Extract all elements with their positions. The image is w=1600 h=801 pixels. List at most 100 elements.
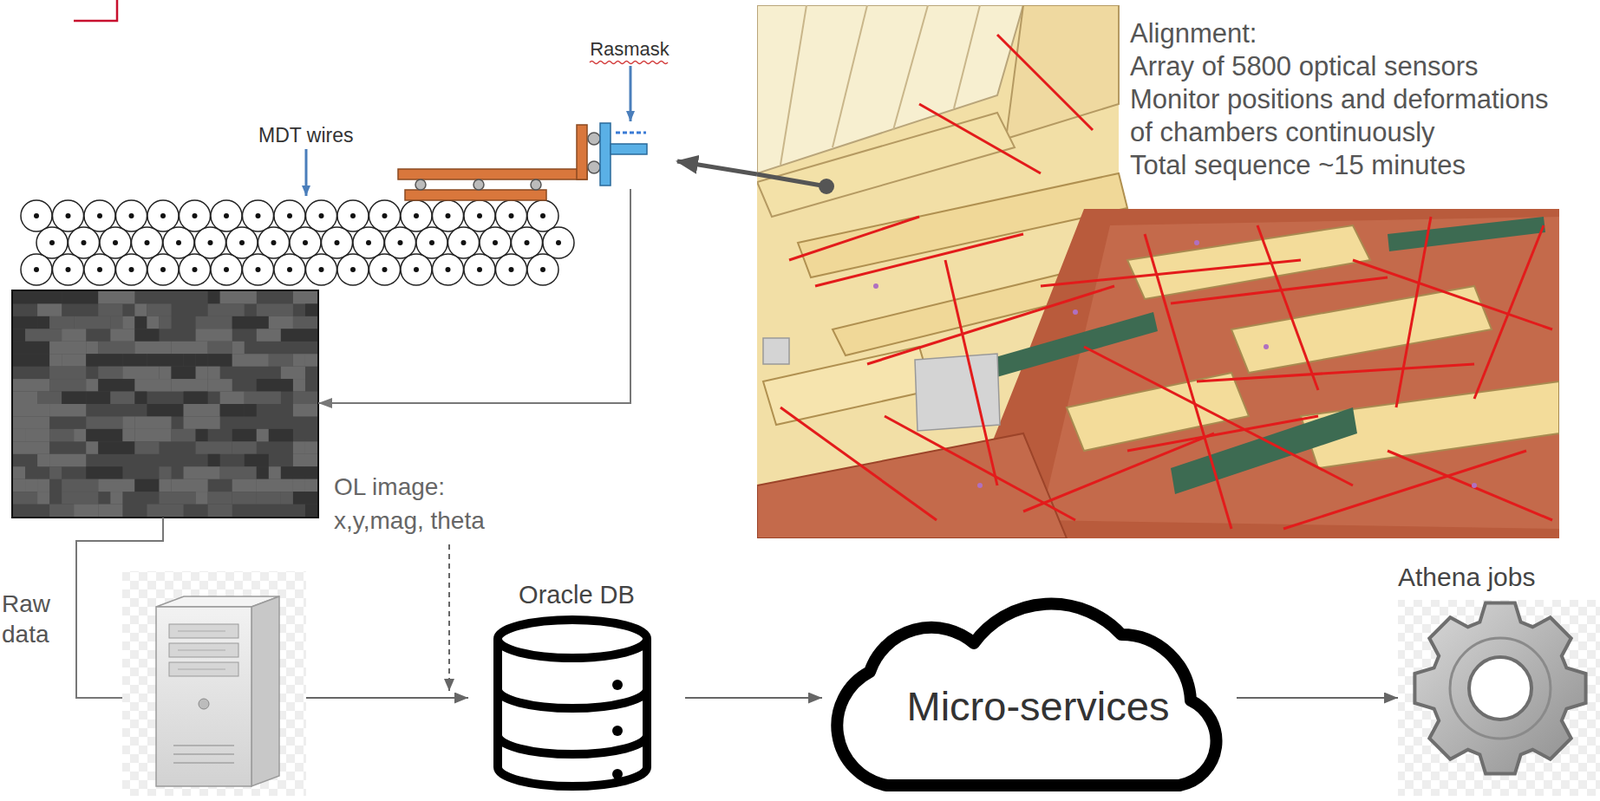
- drift-tube-part: [476, 267, 483, 273]
- ol-image: OL image: x,y,mag, theta: [12, 290, 319, 518]
- ol-image-pattern-part-part: [146, 353, 183, 366]
- ol-image-pattern-part-part: [37, 391, 62, 405]
- ol-image-pattern-part-part: [280, 366, 306, 379]
- gear-icon: Athena jobs: [1397, 561, 1596, 797]
- server-icon: Raw data: [122, 571, 307, 797]
- ol-image-pattern-part-part: [305, 479, 318, 492]
- sensor-mount-part: [576, 124, 588, 180]
- drift-tube-part: [445, 213, 451, 219]
- ol-image-pattern-part-part: [13, 341, 50, 354]
- database-icon: Oracle DB: [468, 576, 686, 797]
- ol-image-pattern-part-part: [61, 491, 98, 504]
- drift-tube-part: [52, 200, 85, 232]
- ol-image-pattern-part-part: [256, 491, 281, 504]
- drift-tube-part: [306, 254, 338, 286]
- ol-image-pattern-part-part: [256, 328, 281, 341]
- ol-image-pattern-part-part: [49, 466, 62, 479]
- drift-tube-part: [36, 227, 68, 259]
- ol-image-pattern-part-part: [183, 416, 221, 429]
- server-icon-part: [173, 762, 235, 765]
- server-icon-part: [177, 631, 226, 633]
- ol-image-pattern-part-part: [171, 378, 209, 392]
- drift-tube: [20, 200, 575, 286]
- drift-tube-part: [524, 240, 530, 246]
- laser-line-part: [1257, 225, 1319, 391]
- sensor-mount-part: [587, 161, 601, 174]
- sensor-dot-part: [1263, 344, 1269, 350]
- ol-image-pattern-part-part: [158, 491, 196, 504]
- database-icon-part: [612, 725, 623, 737]
- ol-image-pattern-part-part: [61, 479, 98, 492]
- laser-line-part: [997, 34, 1093, 131]
- sensor-mount-part: [398, 169, 588, 180]
- laser-line-part: [1474, 225, 1544, 399]
- server-icon-part: [169, 624, 239, 639]
- ol-image-pattern-part-part: [49, 429, 74, 442]
- drift-tube-part: [223, 213, 229, 219]
- ol-image-pattern-part-part: [13, 491, 38, 504]
- laser-line-part: [789, 216, 920, 261]
- ol-image-pattern-part-part: [268, 353, 294, 366]
- chamber-render-part: [757, 112, 1015, 217]
- drift-tube-part: [210, 200, 242, 232]
- database-icon-part: [612, 679, 623, 691]
- ol-image-pattern-part-part: [158, 316, 171, 329]
- laser-line-part: [1352, 260, 1553, 330]
- drift-tube-part: [382, 267, 388, 273]
- ol-image-pattern-part-part: [97, 378, 135, 392]
- gear-icon-part: [1469, 657, 1532, 720]
- drift-tube-part: [302, 240, 308, 246]
- ol-image-pattern-part-part: [158, 366, 171, 379]
- chamber-render-part: [757, 433, 1067, 539]
- pointer-arrow: [305, 149, 308, 196]
- ol-image-pattern-part-part: [305, 504, 318, 517]
- laser-line-part: [1144, 234, 1232, 529]
- laser-line-part: [1283, 450, 1527, 529]
- pointer-dot: [818, 178, 835, 195]
- node-label: Array of 5800 optical sensors: [1129, 50, 1600, 84]
- node-label: Total sequence ~15 minutes: [1129, 149, 1600, 183]
- drift-tube-part: [540, 213, 546, 219]
- drift-tube-part: [527, 254, 559, 286]
- drift-tube-part: [192, 267, 198, 273]
- ol-image-pattern-part-part: [244, 404, 257, 417]
- drift-tube-part: [160, 267, 166, 273]
- ol-image-pattern-part-part: [256, 479, 294, 492]
- ol-image-pattern-part-part: [110, 491, 123, 504]
- ol-image-pattern-part-part: [134, 378, 171, 392]
- drift-tube-part: [321, 227, 353, 259]
- ol-image-pattern-part-part: [183, 391, 209, 405]
- chamber-render-part: [1040, 216, 1560, 529]
- ol-image-pattern-part-part: [208, 341, 233, 354]
- drift-tube-part: [179, 254, 211, 286]
- drift-tube-part: [385, 227, 417, 259]
- ol-image-pattern-part-part: [25, 291, 62, 304]
- ol-image-pattern-part-part: [61, 328, 86, 341]
- drift-tube-part: [84, 254, 116, 286]
- ol-image-pattern-part-part: [37, 479, 50, 492]
- laser-line-part: [1387, 450, 1553, 521]
- connector-arrow: [306, 697, 469, 699]
- ol-image-pattern-part-part: [97, 291, 135, 304]
- ol-image-pattern-part-part: [73, 504, 98, 517]
- server-icon-part: [169, 662, 239, 677]
- ol-image-pattern-part-part: [220, 466, 257, 479]
- ol-image-pattern-part-part: [37, 491, 50, 504]
- laser-line-part: [919, 104, 1041, 174]
- node-label: Alignment:: [1129, 17, 1600, 51]
- laser-line-part: [867, 286, 1115, 365]
- drift-tube-part: [413, 267, 419, 273]
- ol-image-pattern-part-part: [195, 441, 233, 454]
- ol-image-pattern-part: [12, 290, 319, 518]
- ol-image-pattern-part-part: [195, 316, 233, 329]
- ol-image-pattern-part-part: [293, 316, 318, 329]
- sensor-dot-part: [1072, 309, 1078, 315]
- dashed-arrow: [448, 544, 451, 692]
- sensor-dot-part: [873, 283, 879, 289]
- ol-image-pattern-part-part: [305, 303, 318, 316]
- drift-tube-part: [144, 240, 151, 246]
- ol-image-pattern-part-part: [208, 303, 245, 316]
- server-icon-part: [173, 744, 235, 747]
- drift-tube-part: [496, 200, 528, 232]
- ol-image-pattern-part-part: [305, 466, 318, 479]
